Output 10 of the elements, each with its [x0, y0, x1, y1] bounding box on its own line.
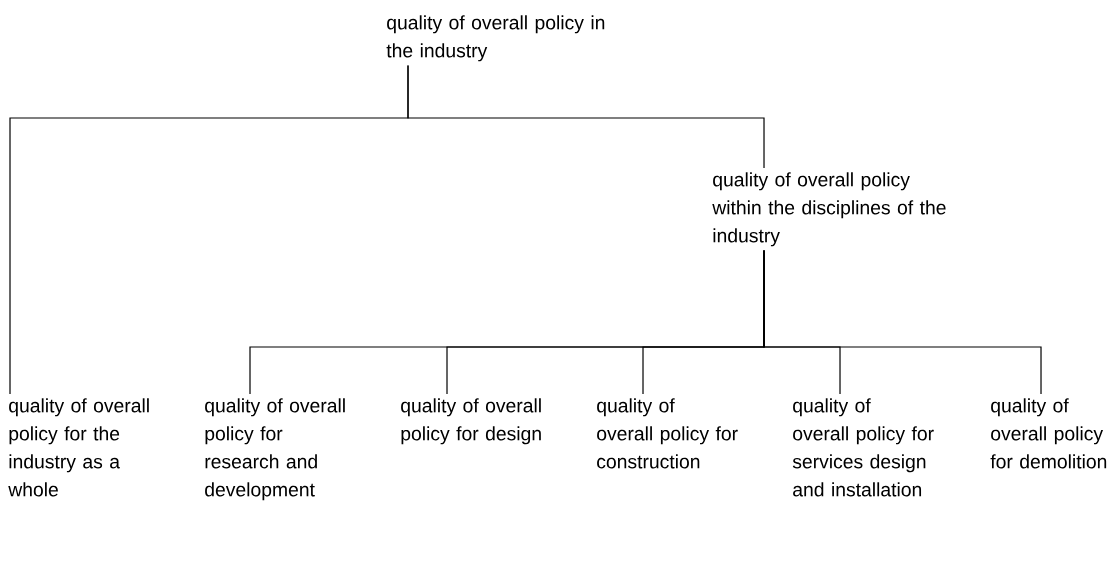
- text-label: quality of overall policy in the industry: [386, 15, 605, 62]
- text-label: quality of overall policy for demolition: [990, 398, 1107, 469]
- text-label: quality of overall policy for the industry as a whole: [8, 398, 149, 497]
- connector-line: [763, 249, 1042, 395]
- text-label: quality of overall policy for design: [401, 398, 541, 445]
- text-label: quality of overall policy for research and development: [205, 398, 345, 501]
- connector-line: [407, 64, 765, 169]
- text-label: quality of overall policy for construction: [597, 398, 738, 469]
- text-label: quality of overall policy for services design and installation: [792, 398, 934, 497]
- text-label: quality of overall policy within the disciplines of the industry: [712, 172, 946, 247]
